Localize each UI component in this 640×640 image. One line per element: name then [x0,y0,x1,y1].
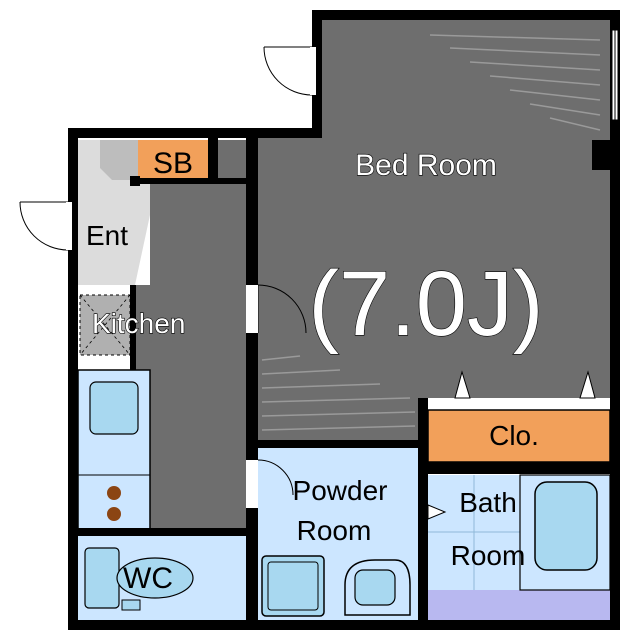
stove-burner-2 [107,507,121,521]
bathtub-basin [534,481,598,571]
bedroom-top-door-opening [310,47,316,95]
bath-label-line2: Room [451,540,526,571]
fridge-space-cross [79,294,131,356]
bedroom-floor [258,18,612,440]
powder-label-line1: Powder [293,475,388,506]
entrance-step [100,140,138,180]
closet-label: Clo. [489,420,539,451]
door-swings [19,46,313,496]
closet-door-marker-1 [454,370,471,399]
closet [427,409,611,463]
powder-label-line2: Room [297,515,372,546]
bedroom-label: Bed Room [355,149,497,182]
wc-label: WC [123,562,173,595]
entry-door-opening [66,202,72,250]
closet-door-marker-2 [579,370,596,399]
bath-label-line1: Bath [459,487,517,518]
washing-machine-inner [267,561,319,611]
sb-label: SB [153,147,193,180]
stove-burner-1 [107,486,121,500]
washbasin-bowl [354,569,396,606]
bath-door-marker [427,504,447,520]
bedroom-door-opening [246,285,258,333]
bath-lower-floor [428,590,610,620]
bedroom-size-label: (7.0J) [308,253,543,355]
kitchen-sink [89,381,139,435]
powder-door-opening [246,460,258,508]
kitchen-floor [135,182,246,530]
toilet-tank [84,547,120,609]
sb-cabinet [138,140,208,180]
entrance-label: Ent [86,220,128,251]
bedroom-floor-stripes [261,34,601,431]
kitchen-label: Kitchen [92,308,185,339]
fridge-space-cross-2 [79,294,131,356]
toilet-bowl [116,557,194,599]
toilet-paper [121,599,141,611]
sb-side-cabinet [218,140,248,180]
